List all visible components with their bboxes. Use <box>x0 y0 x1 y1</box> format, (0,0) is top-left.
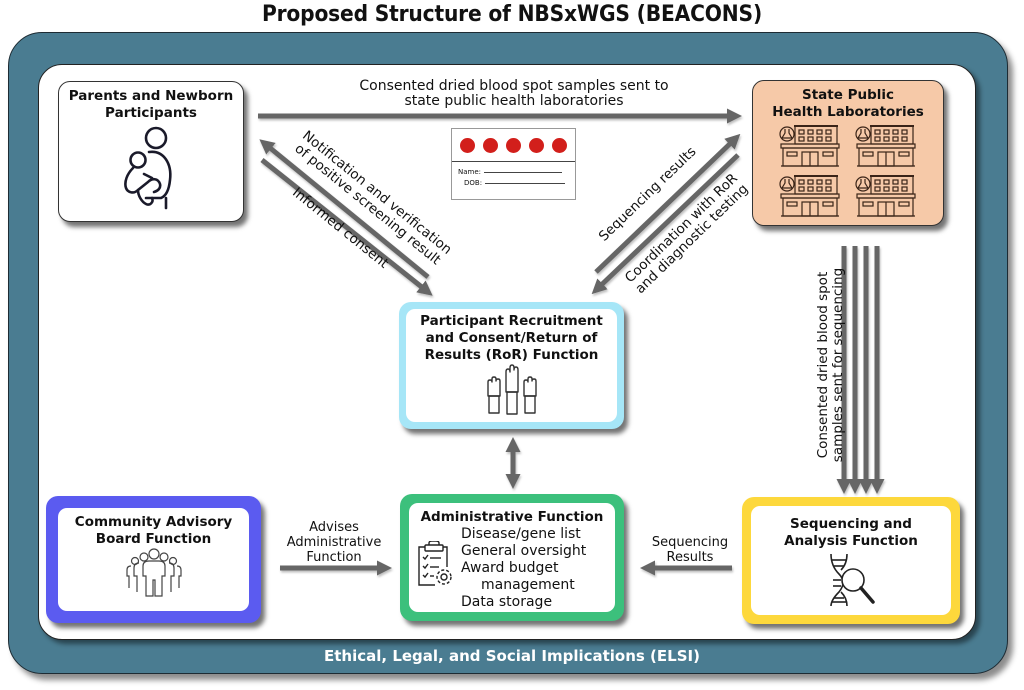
node-parents-title-2: Participants <box>105 105 197 121</box>
node-community-advisory: Community Advisory Board Function <box>46 496 261 623</box>
node-ror-function: Participant Recruitment and Consent/Retu… <box>399 302 624 429</box>
node-seq-title-2: Analysis Function <box>784 533 918 549</box>
card-name-label: Name: <box>458 168 482 176</box>
node-labs-title-2: Health Laboratories <box>772 104 924 120</box>
dried-blood-spot-card: Name: DOB: <box>451 128 576 200</box>
label-seq-to-admin: Sequencing Results <box>640 535 740 565</box>
laboratory-building-icon <box>779 124 841 172</box>
node-state-labs: State Public Health Laboratories <box>752 80 944 226</box>
node-sequencing-analysis: Sequencing and Analysis Function <box>742 497 960 624</box>
label-advises-1: Advises <box>309 520 359 535</box>
label-seq-to-admin-2: Results <box>666 550 714 565</box>
card-dob-label: DOB: <box>464 179 483 187</box>
parent-holding-baby-icon <box>124 126 172 210</box>
laboratory-building-icon <box>855 124 917 172</box>
admin-item: Disease/gene list <box>461 526 581 542</box>
label-parents-to-labs-2: state public health laboratories <box>404 93 624 109</box>
dna-magnifier-icon <box>830 553 875 607</box>
blood-spot <box>506 137 521 153</box>
node-administrative-function: Administrative Function Disease/gene lis… <box>400 494 624 621</box>
node-labs-title-1: State Public <box>801 87 895 103</box>
node-parents-title-1: Parents and Newborn <box>68 88 234 104</box>
diagram-title: Proposed Structure of NBSxWGS (BEACONS) <box>261 2 763 27</box>
admin-item: Data storage <box>461 594 553 610</box>
raised-hands-icon <box>486 364 537 415</box>
label-advises: Advises Administrative Function <box>282 520 386 565</box>
blood-spot <box>552 137 567 153</box>
label-advises-2: Administrative <box>286 535 382 550</box>
node-parents: Parents and Newborn Participants <box>58 81 244 222</box>
clipboard-gear-icon <box>418 541 452 586</box>
node-community-title-2: Board Function <box>95 531 212 547</box>
label-seq-to-admin-1: Sequencing <box>651 535 729 550</box>
node-seq-title-1: Sequencing and <box>790 516 912 532</box>
admin-item: management <box>481 577 575 593</box>
elsi-label: Ethical, Legal, and Social Implications … <box>324 647 700 665</box>
blood-spot <box>460 137 475 153</box>
label-advises-3: Function <box>306 550 362 565</box>
admin-item: Award budget <box>461 560 559 576</box>
node-ror-title-3: Results (RoR) Function <box>424 347 599 363</box>
node-ror-title-2: and Consent/Return of <box>425 330 598 346</box>
node-admin-title: Administrative Function <box>420 509 604 525</box>
label-labs-to-seq-1: Consented dried blood spot <box>815 271 831 459</box>
admin-item: General oversight <box>461 543 587 559</box>
blood-spot <box>483 137 498 153</box>
label-labs-to-sequencing: Consented dried blood spot samples sent … <box>815 260 846 470</box>
label-labs-to-seq-2: samples sent for sequencing <box>830 267 846 463</box>
group-of-people-icon <box>125 548 182 597</box>
label-parents-to-labs: Consented dried blood spot samples sent … <box>320 79 708 109</box>
node-ror-title-1: Participant Recruitment <box>420 313 603 329</box>
node-community-title-1: Community Advisory <box>74 514 233 530</box>
label-parents-to-labs-1: Consented dried blood spot samples sent … <box>359 78 669 94</box>
laboratory-building-icon <box>855 174 917 222</box>
blood-spot <box>529 137 544 153</box>
laboratory-building-icon <box>779 174 841 222</box>
